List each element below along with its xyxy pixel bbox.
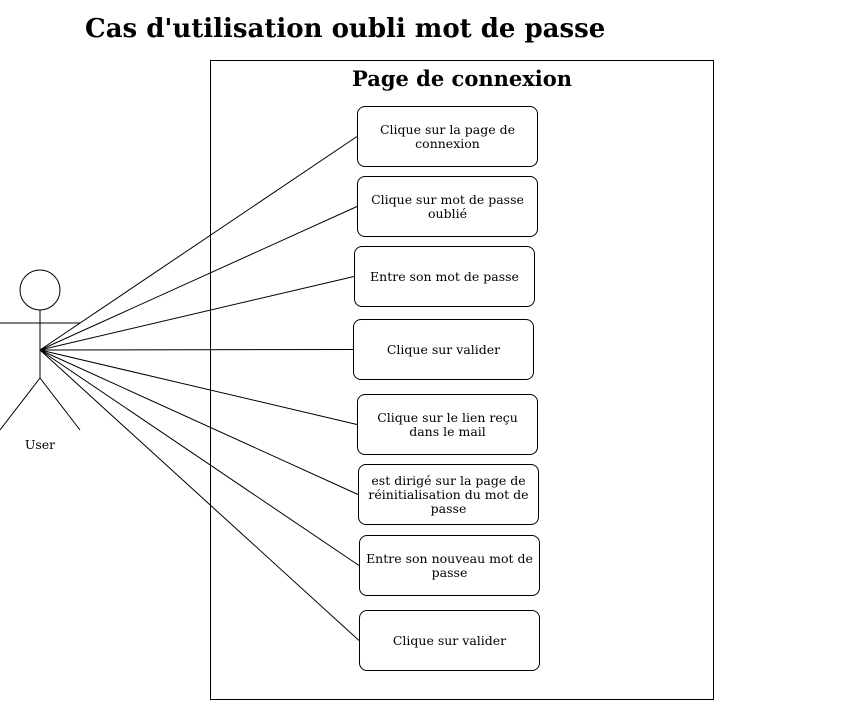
association-line-8 [39, 349, 360, 641]
association-line-7 [39, 349, 360, 566]
association-line-5 [39, 349, 358, 425]
system-title: Page de connexion [351, 66, 572, 91]
actor-left-leg [0, 377, 41, 431]
use-case-1: Clique sur la page de connexion [357, 106, 538, 167]
use-case-6: est dirigé sur la page de réinitialisati… [358, 464, 539, 525]
actor-label: User [24, 437, 56, 452]
use-case-2: Clique sur mot de passe oublié [357, 176, 538, 237]
use-case-5: Clique sur le lien reçu dans le mail [357, 394, 538, 455]
association-line-3 [39, 276, 355, 351]
actor-figure [0, 269, 81, 431]
association-line-6 [39, 349, 359, 495]
association-line-1 [39, 136, 358, 351]
use-case-3: Entre son mot de passe [354, 246, 535, 307]
use-case-8: Clique sur valider [359, 610, 540, 671]
association-line-2 [39, 206, 358, 351]
diagram-title: Cas d'utilisation oubli mot de passe [85, 14, 606, 44]
actor-right-leg [39, 377, 81, 431]
use-case-7: Entre son nouveau mot de passe [359, 535, 540, 596]
system-boundary: Page de connexion [210, 60, 714, 700]
use-case-4: Clique sur valider [353, 319, 534, 380]
association-line-4 [39, 349, 354, 351]
actor-head [19, 269, 61, 311]
